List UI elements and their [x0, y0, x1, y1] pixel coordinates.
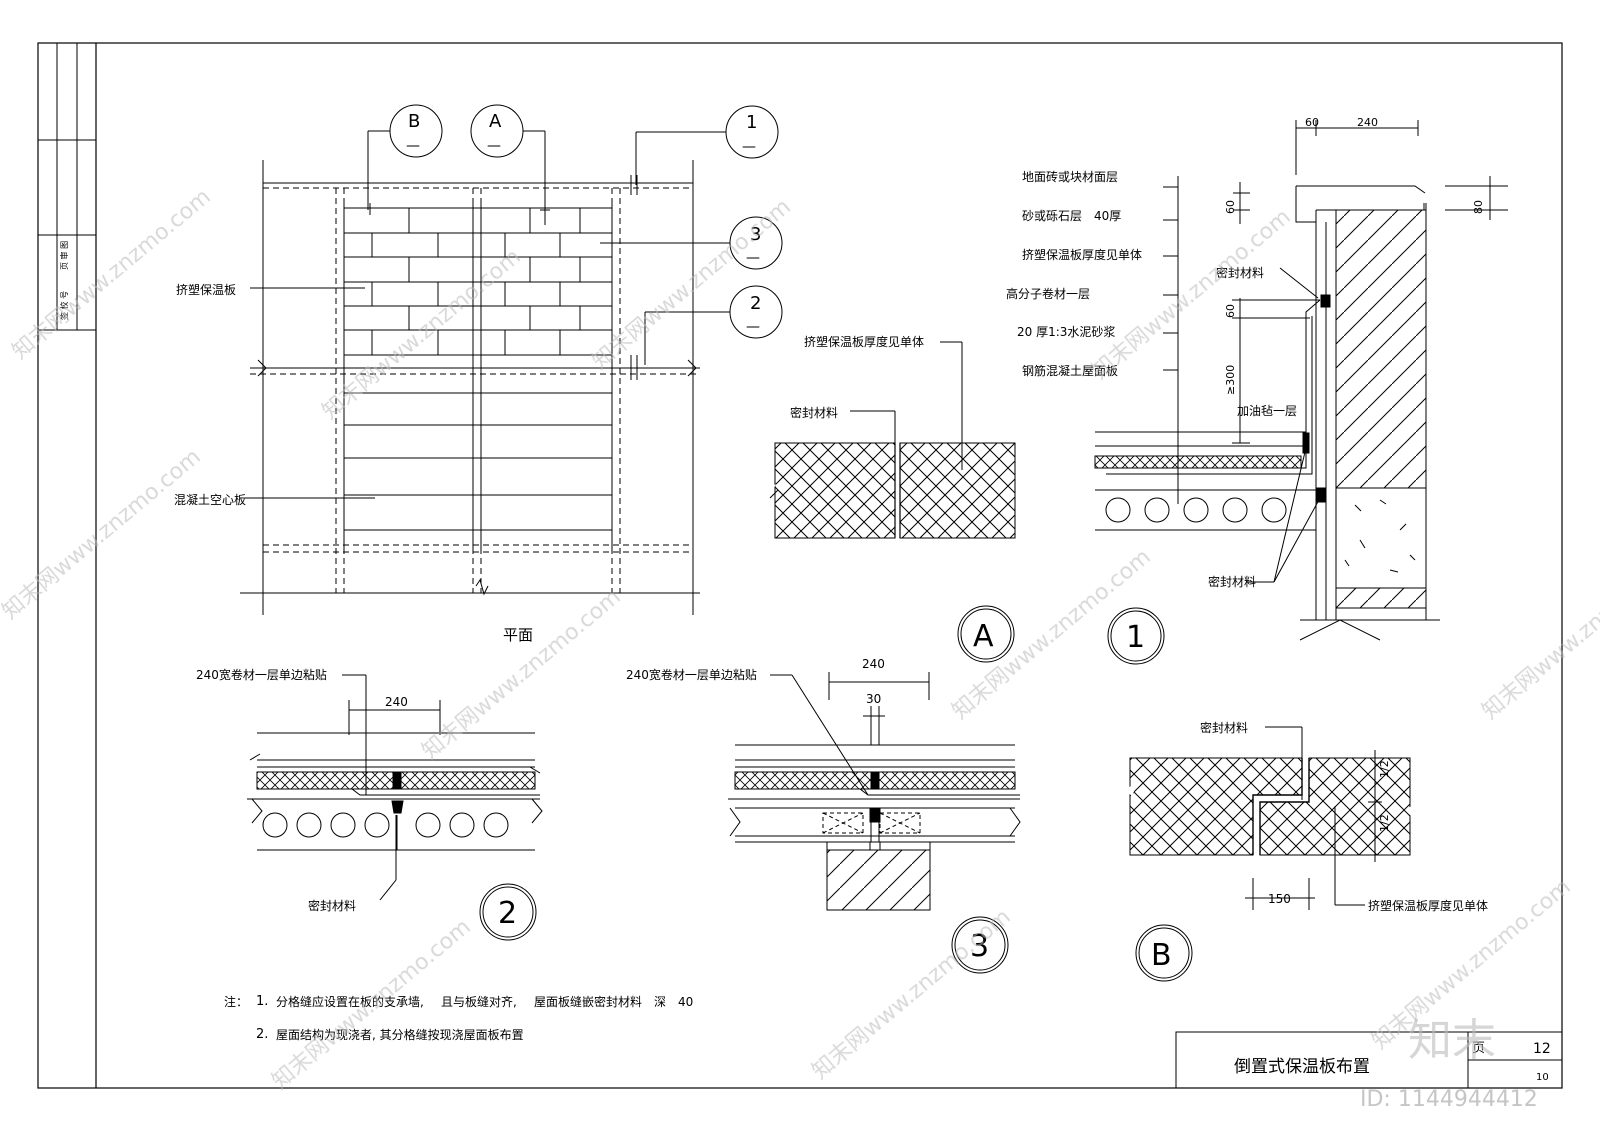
- detail2-label-sealant: 密封材料: [308, 898, 356, 913]
- detail2-label-strip: 240宽卷材一层单边粘贴: [196, 667, 327, 682]
- marker-2[interactable]: [479, 883, 537, 941]
- callout-3-sub: —: [746, 250, 760, 266]
- watermark-2: 知末网www.znzmo.com: [318, 244, 526, 424]
- plan-view: [240, 160, 700, 615]
- detail-3: [728, 672, 1021, 911]
- detail-A: [760, 341, 1016, 539]
- detailA-label-sealant: 密封材料: [790, 405, 838, 420]
- notes-line1-c: 屋面板缝嵌密封材料 深 40: [534, 994, 693, 1009]
- left-strip-row1: 页 审 图: [59, 241, 69, 270]
- plan-caption: 平面: [503, 626, 533, 644]
- sheet-number: 12: [1533, 1041, 1551, 1057]
- notes-line2: 屋面结构为现浇者, 其分格缝按现浇屋面板布置: [276, 1027, 524, 1042]
- marker-A-letter: A: [973, 619, 994, 654]
- detail1-dim-60b: 60: [1224, 200, 1237, 214]
- watermark-3: 知末网www.znzmo.com: [588, 194, 796, 374]
- callout-3[interactable]: [600, 216, 783, 270]
- callout-B[interactable]: [367, 104, 443, 210]
- left-strip-row2: 签 校 号: [59, 291, 69, 320]
- marker-1-number: 1: [1126, 620, 1145, 655]
- callout-1-letter: 1: [746, 112, 757, 133]
- detailB-dim-150: 150: [1268, 892, 1291, 906]
- detail1-layer-3: 挤塑保温板厚度见单体: [1022, 247, 1142, 262]
- detail1-layer-2: 砂或砾石层 40厚: [1022, 209, 1121, 223]
- marker-A[interactable]: [957, 605, 1015, 663]
- callout-1-sub: —: [742, 139, 756, 155]
- callout-B-letter: B: [408, 111, 420, 132]
- marker-3-number: 3: [970, 929, 989, 964]
- detail1-label-sealant-bottom: 密封材料: [1208, 574, 1256, 589]
- watermark-9: 知末网www.znzmo.com: [808, 904, 1016, 1084]
- detail3-dim-240: 240: [862, 657, 885, 671]
- detailB-label-sealant: 密封材料: [1200, 720, 1248, 735]
- callout-A-letter: A: [489, 111, 502, 132]
- title-block: [1175, 1031, 1563, 1089]
- detailB-dim-half-top: 1/2: [1378, 760, 1391, 778]
- sheet-label: 页: [1472, 1041, 1485, 1056]
- detail3-label-strip: 240宽卷材一层单边粘贴: [626, 667, 757, 682]
- callout-A[interactable]: [470, 104, 546, 220]
- callout-1[interactable]: [635, 105, 779, 185]
- watermark-6: 知末网www.znzmo.com: [418, 584, 626, 764]
- marker-B[interactable]: [1135, 924, 1193, 982]
- detail1-dim-60a: 60: [1305, 116, 1319, 129]
- detail-2: [247, 674, 543, 901]
- detail-B: [1124, 726, 1415, 910]
- marker-3[interactable]: [951, 916, 1009, 974]
- marker-2-number: 2: [498, 896, 517, 931]
- callout-2-sub: —: [746, 319, 760, 335]
- watermark-4: 知末网www.znzmo.com: [1088, 204, 1296, 384]
- detailB-label-board: 挤塑保温板厚度见单体: [1368, 898, 1488, 913]
- callout-B-sub: —: [406, 138, 420, 154]
- drawing-title: 倒置式保温板布置: [1234, 1057, 1370, 1077]
- detailB-dim-half-bottom: 1/2: [1378, 814, 1391, 832]
- detail1-layer-6: 钢筋混凝土屋面板: [1022, 363, 1118, 378]
- detail1-dim-240: 240: [1357, 116, 1378, 129]
- label-xps: 挤塑保温板: [176, 282, 236, 297]
- callout-2-letter: 2: [750, 293, 761, 314]
- notes-prefix: 注：: [224, 994, 248, 1009]
- notes-line1-a: 分格缝应设置在板的支承墙,: [276, 994, 424, 1009]
- callout-A-sub: —: [487, 138, 501, 154]
- notes-line1-b: 且与板缝对齐,: [441, 994, 517, 1009]
- detail1-dim-300: ≥300: [1224, 365, 1237, 395]
- detail1-dim-80: 80: [1472, 200, 1485, 214]
- notes-line1-num: 1.: [256, 994, 268, 1009]
- watermark-1: 知末网www.znzmo.com: [8, 184, 216, 364]
- callout-2[interactable]: [644, 285, 783, 365]
- detail1-label-sealant-top: 密封材料: [1216, 265, 1264, 280]
- notes-line2-num: 2.: [256, 1027, 268, 1042]
- detail2-dim-240: 240: [385, 695, 408, 709]
- detail3-dim-30: 30: [866, 692, 881, 706]
- watermark-5: 知末网www.znzmo.com: [0, 444, 206, 624]
- detail1-layer-1: 地面砖或块材面层: [1022, 169, 1118, 184]
- marker-1[interactable]: [1107, 607, 1165, 665]
- callout-3-letter: 3: [750, 224, 761, 245]
- detail1-layer-4: 高分子卷材一层: [1006, 286, 1090, 301]
- detail1-dim-60c: 60: [1224, 304, 1237, 318]
- detailA-label-board: 挤塑保温板厚度见单体: [804, 334, 924, 349]
- label-hollow-slab: 混凝土空心板: [174, 492, 246, 507]
- watermark-id: ID: 1144944412: [1360, 1087, 1538, 1112]
- marker-B-letter: B: [1151, 938, 1172, 973]
- sheet-frame: [37, 42, 1563, 1089]
- watermark-10: 知末网www.znzmo.com: [1478, 544, 1600, 724]
- page-number: 10: [1536, 1072, 1549, 1083]
- detail1-layer-5: 20 厚1:3水泥砂浆: [1017, 324, 1115, 339]
- watermark-logo: 知末: [1408, 1015, 1496, 1066]
- detail1-label-felt: 加油毡一层: [1237, 404, 1297, 418]
- detail-1: [1094, 120, 1508, 641]
